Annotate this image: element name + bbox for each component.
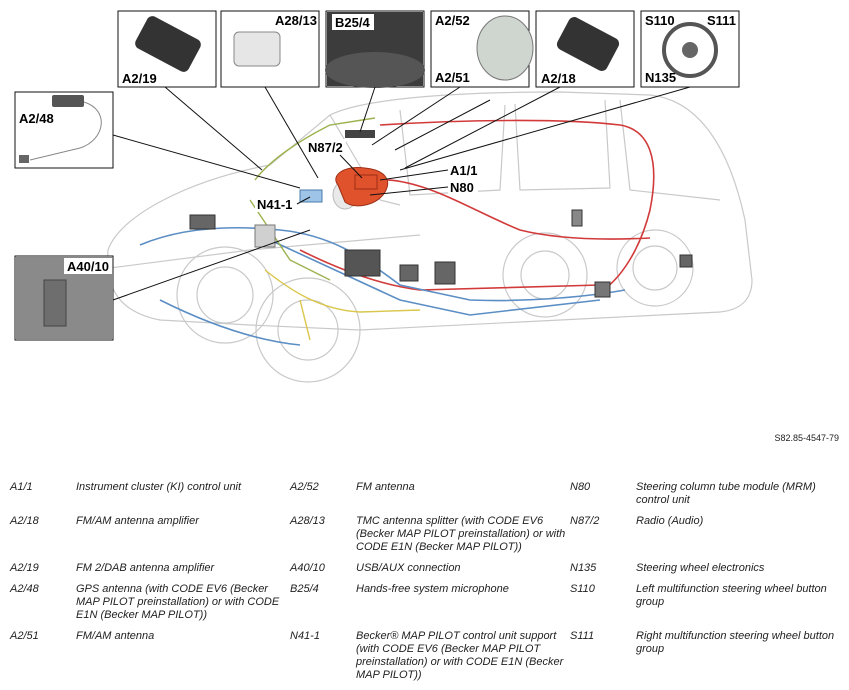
legend-desc: Radio (Audio) (636, 515, 704, 527)
leader-lines (112, 86, 691, 301)
legend-desc: GPS antenna (with CODE EV6 (Becker MAP P… (76, 583, 280, 621)
label-s111: S111 (707, 13, 736, 28)
legend-desc: Instrument cluster (KI) control unit (76, 481, 242, 493)
rear-left-wheel (502, 232, 588, 318)
label-a2-18: A2/18 (541, 71, 576, 86)
control-module (344, 249, 381, 277)
legend-code: A2/52 (290, 481, 319, 493)
label-n80: N80 (450, 180, 474, 195)
inset-a2-18: A2/18 (535, 10, 635, 88)
label-n135: N135 (645, 70, 676, 85)
label-a2-19: A2/19 (122, 71, 157, 86)
inset-a2-48: A2/48 (14, 91, 114, 169)
rear-right-wheel (616, 229, 694, 307)
legend-desc: FM antenna (356, 481, 415, 493)
legend-row: A2/51 FM/AM antenna N41-1 Becker® MAP PI… (8, 630, 848, 690)
legend-row: A2/48 GPS antenna (with CODE EV6 (Becker… (8, 583, 848, 630)
inset-b25-4: B25/4 (325, 10, 425, 88)
radio-highlight (354, 174, 378, 190)
label-a2-48: A2/48 (19, 111, 54, 126)
inset-a2-19: A2/19 (117, 10, 217, 88)
label-a40-10: A40/10 (67, 259, 109, 274)
legend-code: N135 (570, 562, 597, 574)
legend-desc: Becker® MAP PILOT control unit support (… (356, 630, 564, 681)
label-n41-1: N41-1 (257, 197, 292, 212)
legend-code: N87/2 (570, 515, 600, 527)
legend-code: N41-1 (290, 630, 320, 642)
legend-row: A2/18 FM/AM antenna amplifier A28/13 TMC… (8, 515, 848, 562)
label-a2-52: A2/52 (435, 13, 470, 28)
legend-code: B25/4 (290, 583, 319, 595)
legend-code: A2/19 (10, 562, 39, 574)
legend-table: A1/1 Instrument cluster (KI) control uni… (8, 481, 848, 690)
legend-code: S110 (570, 583, 595, 595)
label-b25-4: B25/4 (335, 15, 370, 30)
legend-desc: TMC antenna splitter (with CODE EV6 (Bec… (356, 515, 566, 553)
van-body (107, 91, 753, 383)
inset-a40-10: A40/10 (14, 255, 114, 341)
label-n87-2: N87/2 (308, 140, 343, 155)
vehicle-diagram: A2/19 A28/13 B25/4 A2/52 A2/51 A2/18 S11… (14, 10, 753, 383)
label-a28-13: A28/13 (275, 13, 317, 28)
legend-desc: Left multifunction steering wheel button… (636, 583, 827, 608)
diagram-reference: S82.85-4547-79 (774, 433, 839, 443)
legend-desc: Steering column tube module (MRM) contro… (636, 481, 816, 506)
legend-code: A40/10 (290, 562, 325, 574)
front-left-wheel (176, 246, 274, 344)
legend-desc: FM 2/DAB antenna amplifier (76, 562, 215, 574)
label-a1-1: A1/1 (450, 163, 477, 178)
label-a2-51: A2/51 (435, 70, 470, 85)
legend-row: A2/19 FM 2/DAB antenna amplifier A40/10 … (8, 562, 848, 583)
inset-steering-wheel: S110 S111 N135 (640, 10, 740, 88)
legend-code: A2/48 (10, 583, 39, 595)
front-right-wheel (255, 277, 361, 383)
legend-desc: Hands-free system microphone (356, 583, 509, 595)
legend-desc: Right multifunction steering wheel butto… (636, 630, 835, 655)
legend-desc: USB/AUX connection (356, 562, 461, 574)
label-s110: S110 (645, 13, 675, 28)
legend-code: A28/13 (290, 515, 325, 527)
legend-code: N80 (570, 481, 591, 493)
inset-a28-13: A28/13 (220, 10, 320, 88)
legend-desc: FM/AM antenna amplifier (76, 515, 199, 527)
legend-code: A2/18 (10, 515, 39, 527)
legend-code: A1/1 (10, 481, 33, 493)
legend-desc: Steering wheel electronics (636, 562, 765, 574)
inset-a2-51-a2-52: A2/52 A2/51 (430, 10, 534, 88)
wiring-harness (139, 117, 655, 346)
legend-desc: FM/AM antenna (76, 630, 155, 642)
legend-code: S111 (570, 630, 595, 642)
vehicle-labels: N87/2 A1/1 N80 N41-1 (255, 139, 480, 212)
legend-code: A2/51 (10, 630, 39, 642)
b25-4-mic-on-vehicle (345, 130, 375, 138)
legend-row: A1/1 Instrument cluster (KI) control uni… (8, 481, 848, 515)
